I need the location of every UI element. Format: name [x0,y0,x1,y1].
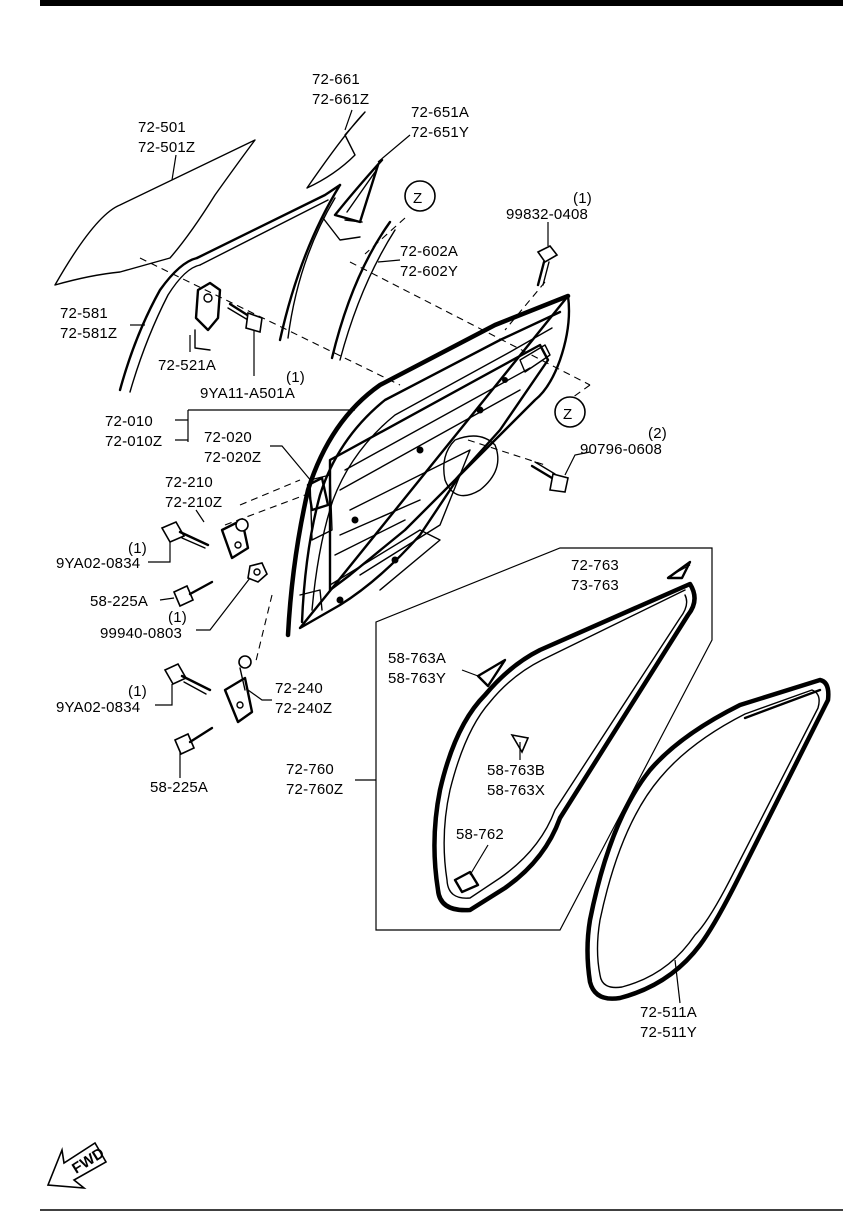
label-99832-0408: 99832-0408 [506,206,588,223]
label-72-240Z: 72-240Z [275,700,332,717]
label-99832-0408-qty: (1) [573,190,592,207]
bolt-9YA02-0834-lower [163,662,212,695]
label-9YA02-0834-lower: 9YA02-0834 [56,699,140,716]
label-72-661Z: 72-661Z [312,91,369,108]
part-labels: 72-661 72-661Z 72-651A 72-651Y 72-501 72… [56,71,697,1041]
label-72-511Y: 72-511Y [640,1024,697,1041]
bolt-99832-0408 [536,244,559,287]
label-72-521A: 72-521A [158,357,216,374]
opening-weatherstrip-72-511A [585,677,831,1001]
label-99940-0803: 99940-0803 [100,625,182,642]
fwd-arrow-icon: FWD [46,1141,108,1190]
bolt-9YA02-0834-upper [160,520,210,549]
leader-lines [130,109,691,1004]
detail-box-outline [375,547,713,931]
label-72-763: 72-763 [571,557,619,574]
label-72-651Y: 72-651Y [411,124,469,141]
label-58-225A-upper: 58-225A [90,593,148,610]
label-72-661: 72-661 [312,71,360,88]
bracket-72-521A [194,281,222,351]
label-58-763X: 58-763X [487,782,545,799]
label-90796-0608: 90796-0608 [580,441,662,458]
label-9YA11-A501A: 9YA11-A501A [200,385,295,402]
label-72-760Z: 72-760Z [286,781,343,798]
label-73-763: 73-763 [571,577,619,594]
label-99940-0803-qty: (1) [168,609,187,626]
label-90796-0608-qty: (2) [648,425,667,442]
corner-channel-72-651A [322,158,384,241]
assembly-dashed-lines [139,217,591,666]
reference-marker-z-top: Z [404,180,436,212]
label-72-210: 72-210 [165,474,213,491]
bolt-9YA11-A501A [227,302,263,334]
top-border-bar [40,0,843,6]
label-9YA02-0834-upper-qty: (1) [128,540,147,557]
label-72-010: 72-010 [105,413,153,430]
clip-58-762 [453,870,480,894]
label-72-010Z: 72-010Z [105,433,162,450]
label-72-511A: 72-511A [640,1004,697,1021]
weatherstrip-72-602A [330,220,396,361]
label-9YA11-A501A-qty: (1) [286,369,305,386]
weatherstrip-72-760 [432,581,697,913]
label-72-651A: 72-651A [411,104,469,121]
nut-99940-0803 [247,562,268,583]
clip-58-763A [476,658,507,688]
clip-72-763 [666,560,692,580]
bolt-58-225A-upper [172,580,214,608]
label-72-581: 72-581 [60,305,108,322]
label-58-762: 58-762 [456,826,504,843]
label-72-210Z: 72-210Z [165,494,222,511]
label-72-020Z: 72-020Z [204,449,261,466]
label-58-763Y: 58-763Y [388,670,446,687]
label-58-763A: 58-763A [388,650,446,667]
label-72-602Y: 72-602Y [400,263,458,280]
label-72-581Z: 72-581Z [60,325,117,342]
label-72-501Z: 72-501Z [138,139,195,156]
label-58-763B: 58-763B [487,762,545,779]
door-glass-72-501 [54,139,256,286]
quarter-glass-72-661 [306,111,366,189]
lower-hinge-72-240 [223,655,254,724]
run-channel-72-581 [118,183,342,393]
reference-marker-z-top-label: Z [413,190,422,207]
label-72-020: 72-020 [204,429,252,446]
bolt-90796-0608 [530,461,569,493]
reference-marker-z-right-label: Z [563,406,572,423]
reference-marker-z-right: Z [554,396,586,428]
door-shell-72-010 [285,293,571,638]
label-72-501: 72-501 [138,119,186,136]
label-72-760: 72-760 [286,761,334,778]
label-9YA02-0834-lower-qty: (1) [128,683,147,700]
bolt-58-225A-lower [173,726,214,756]
upper-hinge-72-210 [220,518,250,560]
label-58-225A-lower: 58-225A [150,779,208,796]
label-9YA02-0834-upper: 9YA02-0834 [56,555,140,572]
door-check-72-020 [306,476,330,512]
label-72-240: 72-240 [275,680,323,697]
label-72-602A: 72-602A [400,243,458,260]
